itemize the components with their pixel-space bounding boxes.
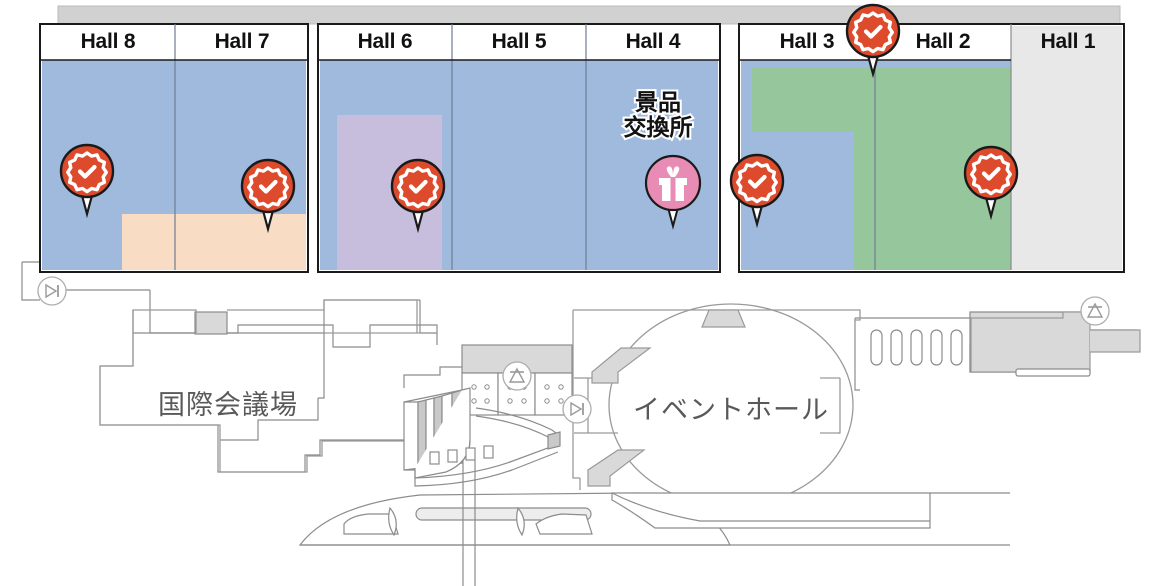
stairs-up-icon — [1080, 296, 1110, 326]
hall-label-hall-4[interactable]: Hall 4 — [625, 30, 681, 53]
prize-exchange-caption-line1: 景品 — [633, 89, 683, 117]
map-pin-hall-3-west[interactable] — [726, 150, 788, 228]
gift-icon — [659, 166, 687, 201]
map-pin-hall-2[interactable] — [960, 142, 1022, 220]
map-pin-hall-3-north[interactable] — [842, 0, 904, 78]
hall-label-hall-3[interactable]: Hall 3 — [779, 30, 835, 53]
map-pin-hall-6[interactable] — [387, 155, 449, 233]
hall-label-hall-1[interactable]: Hall 1 — [1040, 30, 1096, 53]
map-pin-hall-8[interactable] — [56, 140, 118, 218]
area-label-event-hall: イベントホール — [633, 395, 829, 426]
hall-label-hall-2[interactable]: Hall 2 — [915, 30, 971, 53]
map-pin-prize-exchange[interactable] — [641, 152, 705, 230]
prize-exchange-caption-line2: 交換所 — [622, 114, 695, 142]
area-label-international-conference-hall: 国際会議場 — [158, 390, 298, 421]
hall-label-hall-6[interactable]: Hall 6 — [357, 30, 413, 53]
map-pin-hall-7[interactable] — [237, 155, 299, 233]
stairs-up-icon — [502, 361, 532, 391]
hall-label-hall-5[interactable]: Hall 5 — [491, 30, 547, 53]
hall-label-hall-8[interactable]: Hall 8 — [80, 30, 136, 53]
escalator-icon — [562, 394, 592, 424]
escalator-icon — [37, 276, 67, 306]
hall-label-hall-7[interactable]: Hall 7 — [214, 30, 270, 53]
prize-exchange-caption: 景品 交換所 — [613, 89, 703, 142]
